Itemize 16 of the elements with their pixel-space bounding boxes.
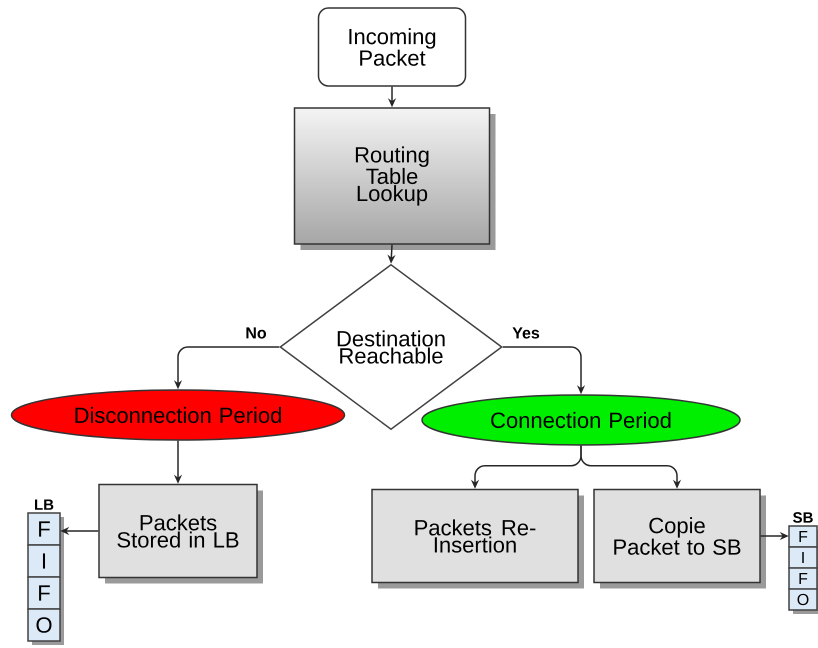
queue-cell: I	[788, 546, 818, 572]
queue-cell: O	[788, 588, 818, 614]
start-box: Incoming Packet	[318, 7, 466, 87]
process-box: Packets Stored in LB	[98, 484, 263, 584]
queue-label: LB	[35, 499, 54, 510]
process-box: Copie Packet to SB	[593, 488, 766, 588]
queue-cell: I	[27, 544, 64, 581]
edge-label: Yes	[511, 326, 541, 340]
queue-cell: F	[788, 567, 818, 593]
process-box: Packets Re-Insertion	[371, 488, 584, 588]
process-box: Routing Table Lookup	[294, 107, 496, 250]
queue-label: SB	[793, 512, 813, 523]
queue-cell: O	[27, 608, 64, 645]
queue-cell: F	[27, 512, 64, 549]
edge-label: No	[244, 326, 268, 340]
queue-cell: F	[27, 576, 64, 613]
